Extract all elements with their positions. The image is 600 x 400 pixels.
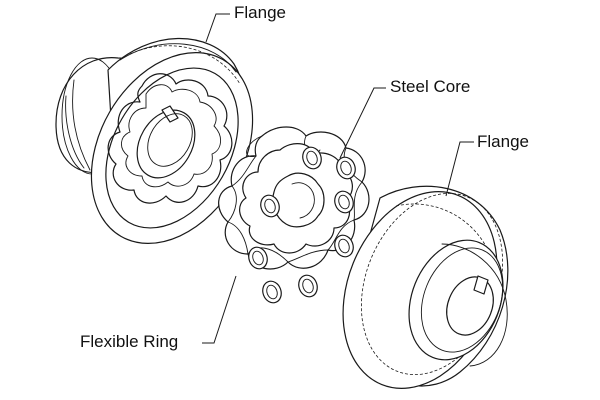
callout-flexible-ring: Flexible Ring [80, 332, 179, 351]
callout-flange-right: Flange [477, 132, 529, 151]
steel-core-bushings [248, 146, 356, 304]
leader-flange-top [205, 13, 230, 43]
leader-lines [202, 13, 474, 344]
leader-steel-core [339, 87, 386, 159]
callout-flange-top: Flange [234, 3, 286, 22]
left-flange [55, 37, 254, 244]
right-flange [342, 185, 509, 389]
callout-steel-core: Steel Core [390, 77, 471, 96]
leader-flange-right [445, 141, 474, 197]
flexible-ring [218, 126, 370, 270]
leader-flexible-ring [202, 275, 237, 344]
